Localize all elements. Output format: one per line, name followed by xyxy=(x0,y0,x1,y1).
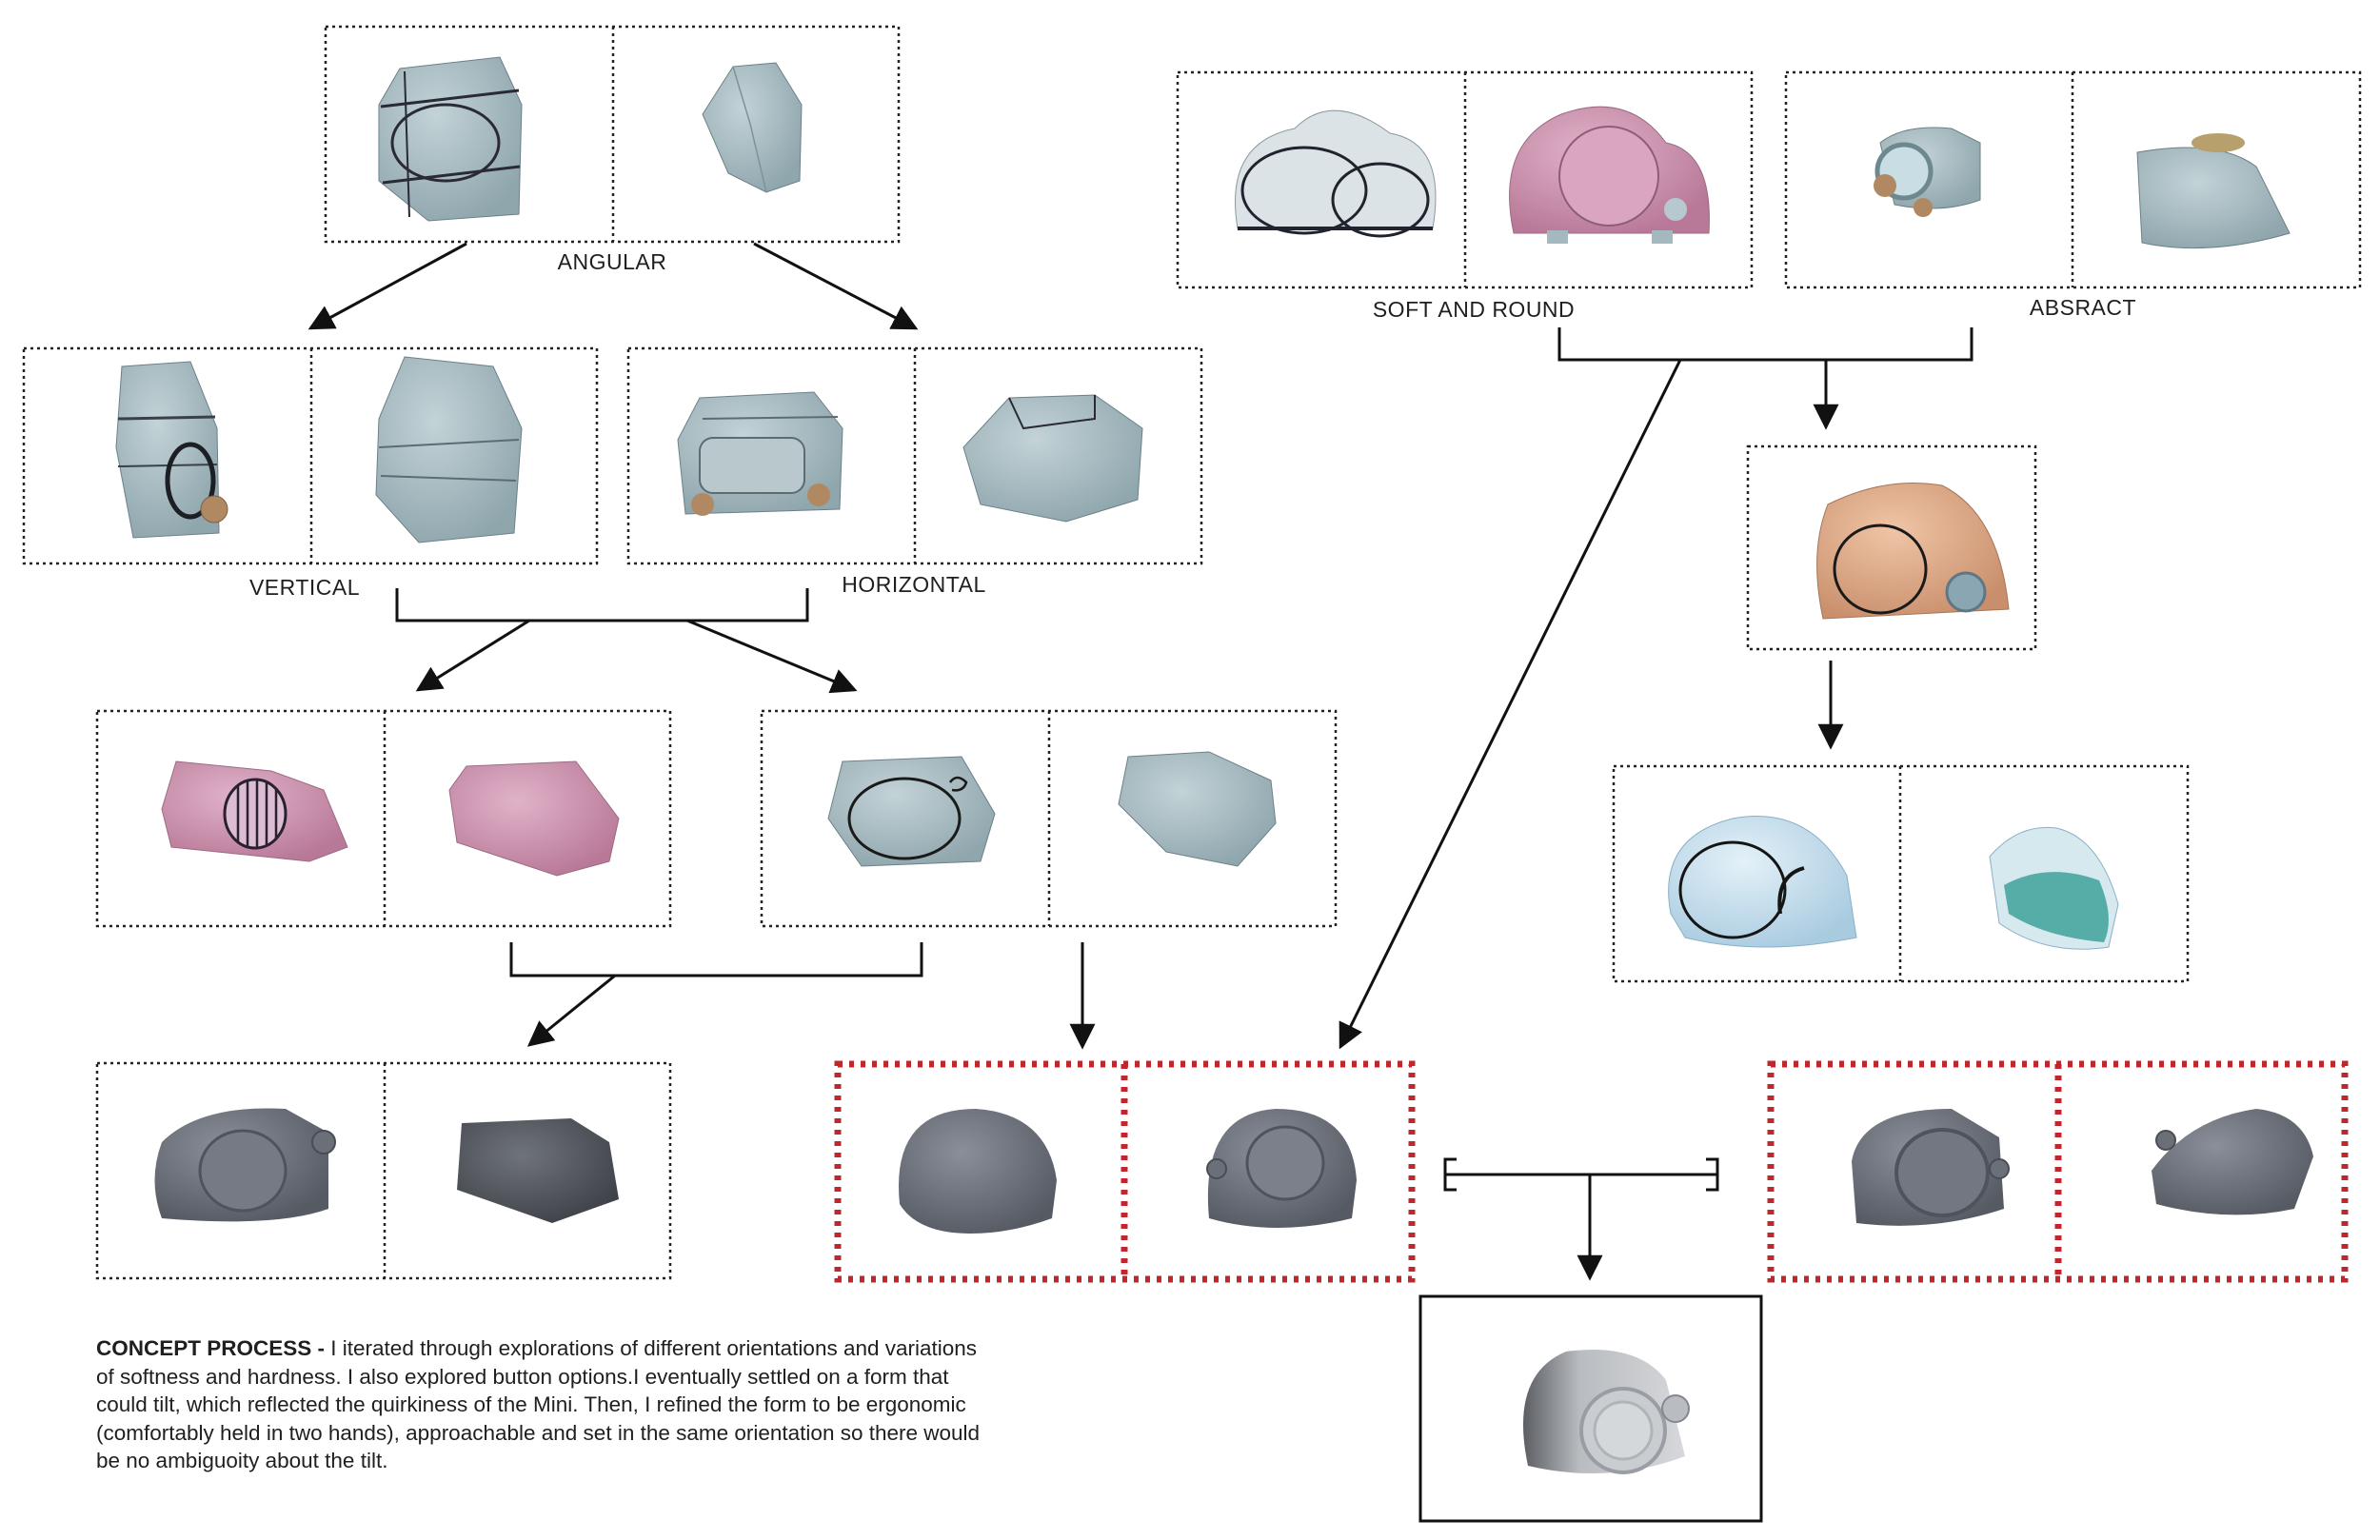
gray-tilt-back-icon xyxy=(2152,1109,2313,1215)
angular-block-sketched-icon xyxy=(378,56,523,222)
gray-dome-speaker-icon xyxy=(1206,1109,1357,1228)
pale-blue-form-icon xyxy=(1668,816,1857,948)
arrow-angular-to-horizontal xyxy=(753,242,919,330)
frame-final xyxy=(1418,1294,1763,1523)
gray-dome-form-icon xyxy=(899,1109,1057,1234)
horizontal-faceted-form-icon xyxy=(962,394,1143,523)
pale-blue-back-icon xyxy=(1989,826,2119,950)
caption-heading: CONCEPT PROCESS - xyxy=(96,1336,326,1360)
arrow-soft-to-selected-a xyxy=(1339,359,1682,1050)
caption-body: I iterated through explorations of diffe… xyxy=(96,1336,981,1472)
abstract-sloped-form-icon xyxy=(2136,133,2291,249)
abstract-button-form-icon xyxy=(1874,127,1981,217)
label-absract: ABSRACT xyxy=(2029,295,2137,320)
pink-grill-form-icon xyxy=(161,760,348,862)
final-tilted-speaker-icon xyxy=(1523,1350,1690,1474)
blue-faceted-back-icon xyxy=(1118,751,1277,867)
arrow-angular-to-vertical xyxy=(307,242,467,330)
arrow-to-blue-circle xyxy=(686,619,858,694)
tan-tilted-form-icon xyxy=(1816,483,2010,620)
bracket-vertical-horizontal xyxy=(395,588,809,622)
gray-print-slab-icon xyxy=(457,1118,619,1223)
label-angular: ANGULAR xyxy=(557,249,667,274)
bracket-pink-grill-blue-circle xyxy=(509,942,923,977)
arrow-to-pink-grill xyxy=(415,619,530,692)
pink-round-form-icon xyxy=(1509,106,1710,244)
vertical-faceted-form-icon xyxy=(375,356,523,543)
angular-block-icon xyxy=(702,62,803,193)
bracket-soft-absract xyxy=(1557,327,1973,362)
vertical-form-with-speaker-icon xyxy=(115,361,228,539)
frame-absract-refined xyxy=(1746,444,2037,651)
pink-slab-form-icon xyxy=(448,760,620,877)
blue-circle-form-icon xyxy=(827,756,996,867)
arrow-to-gray-print xyxy=(526,974,616,1047)
horizontal-radio-form-icon xyxy=(677,391,843,516)
label-soft-and-round: SOFT AND ROUND xyxy=(1372,297,1576,322)
cloud-sketch-form-icon xyxy=(1235,109,1437,238)
concept-process-caption: CONCEPT PROCESS - I iterated through exp… xyxy=(96,1334,991,1475)
gray-print-speaker-icon xyxy=(154,1108,336,1222)
label-horizontal: HORIZONTAL xyxy=(842,572,986,597)
label-vertical: VERTICAL xyxy=(248,575,361,600)
gray-tilt-speaker-icon xyxy=(1852,1109,2010,1226)
